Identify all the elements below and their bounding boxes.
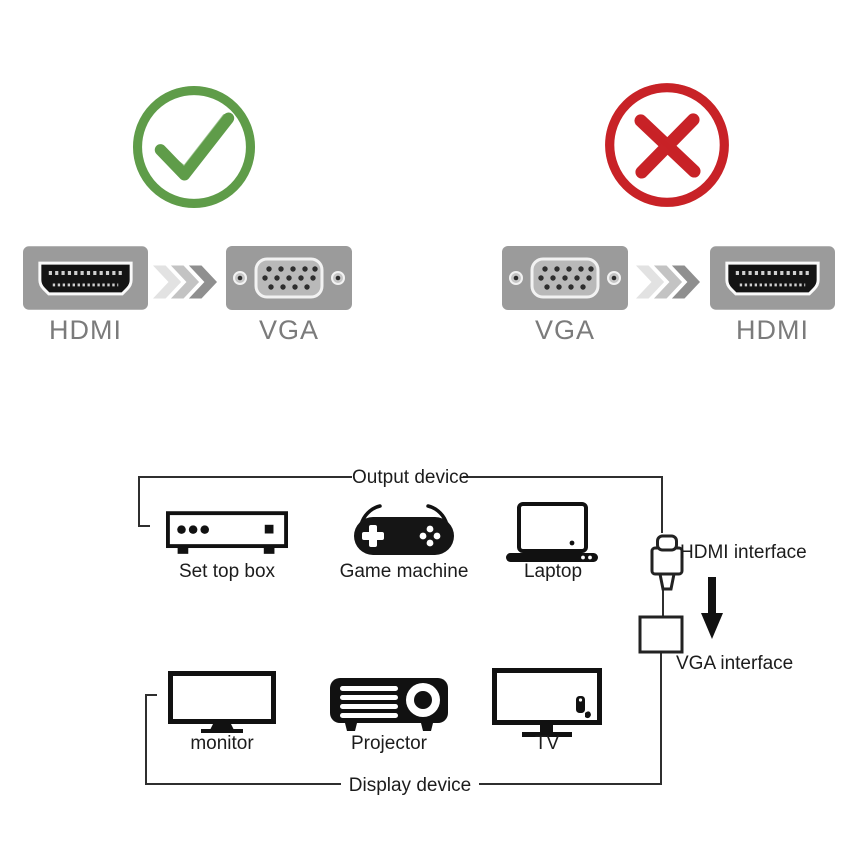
vga-port-image [502, 246, 628, 310]
laptop-label: Laptop [523, 561, 583, 582]
game-machine-label: Game machine [339, 561, 469, 582]
output-device-group-label: Output device [352, 467, 470, 488]
vga-interface-label: VGA interface [676, 653, 794, 674]
display-device-group-label: Display device [348, 775, 472, 796]
tv-icon [492, 668, 602, 737]
monitor-label: monitor [190, 733, 254, 754]
cross-circle-icon [605, 83, 729, 207]
vga-port-label: VGA [258, 315, 320, 345]
hdmi-plug-icon [650, 534, 684, 591]
chevrons-right-icon [636, 265, 700, 299]
tv-label: TV [534, 733, 560, 754]
down-arrow-icon [701, 577, 723, 639]
projector-icon [330, 678, 448, 731]
hdmi-port-image [23, 246, 148, 310]
hdmi-port-label: HDMI [49, 315, 122, 345]
vga-adapter-box [638, 615, 684, 654]
laptop-icon [506, 502, 598, 562]
chevrons-right-icon [153, 265, 217, 299]
check-circle-icon [132, 85, 256, 209]
projector-label: Projector [350, 733, 428, 754]
set-top-box-icon [166, 511, 288, 554]
vga-port-label: VGA [534, 315, 596, 345]
set-top-box-label: Set top box [178, 561, 276, 582]
game-controller-icon [354, 504, 454, 555]
hdmi-port-image [710, 246, 835, 310]
monitor-icon [168, 671, 276, 733]
vga-port-image [226, 246, 352, 310]
hdmi-interface-label: HDMI interface [680, 542, 807, 563]
hdmi-port-label: HDMI [736, 315, 809, 345]
